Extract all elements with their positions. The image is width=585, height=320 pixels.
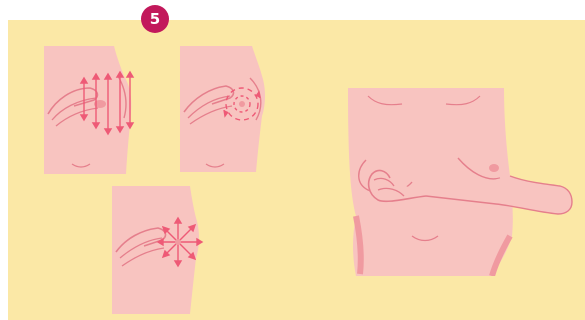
step-number-badge: 5 — [141, 5, 169, 33]
torso-shape — [180, 46, 265, 172]
figure-radial-wedge-method — [112, 186, 204, 314]
nipple — [175, 239, 181, 245]
figure-nipple-check — [346, 86, 574, 276]
nipple — [489, 164, 499, 172]
nipple — [239, 101, 245, 107]
figure-circular-method — [180, 46, 268, 172]
figure-vertical-strip-method — [44, 46, 136, 174]
